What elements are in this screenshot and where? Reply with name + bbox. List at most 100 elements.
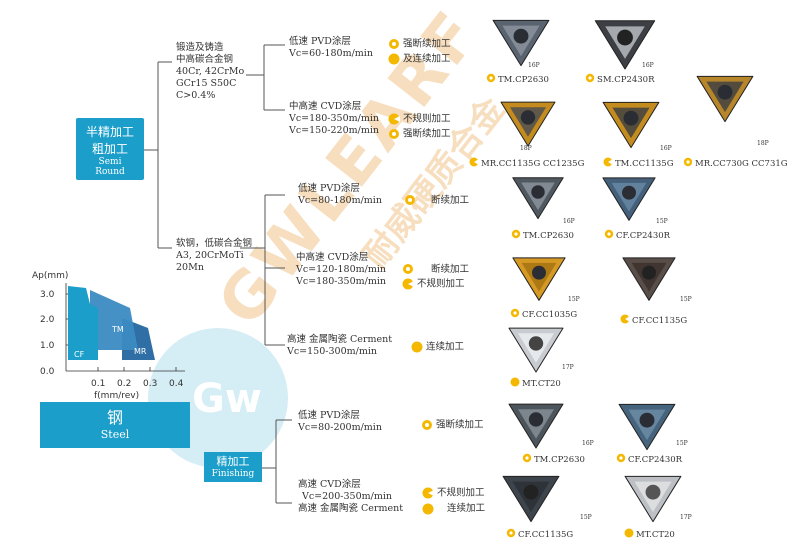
half-circle-icon [603,157,613,170]
insert-label: MR.CC1135G CC1235G [469,157,584,170]
flower-icon [616,453,626,466]
insert-image [624,475,682,523]
half-circle-icon [388,113,400,125]
xtick-1: 0.1 [91,379,105,389]
flower-icon [604,229,614,242]
insert-image [502,475,560,523]
branch-2-notes: 不规则加工 强断续加工 [388,113,451,140]
insert-grade: 15P [680,296,692,303]
insert-image [696,75,754,123]
svg-text:Gw: Gw [192,376,262,422]
insert-grade: 17P [680,514,692,521]
insert-image [618,403,676,451]
insert-label-text: TM.CP2630 [523,231,574,241]
xtick-4: 0.4 [169,379,184,389]
insert-image [594,20,656,70]
flower-icon [522,453,532,466]
insert-label: MT.CT20 [624,528,675,541]
insert-label: CF.CP2430R [616,453,682,466]
insert-grade: 16P [582,440,594,447]
flower-icon [511,229,521,242]
insert-label-text: MR.CC1135G CC1235G [481,159,585,169]
insert-grade: 16P [660,145,672,152]
branch-6-notes: 强断续加工 [421,419,484,432]
insert-label-text: TM.CC1135G [615,159,674,169]
insert-grade: 16P [642,62,654,69]
insert-label-text: MT.CT20 [636,530,675,540]
xtick-2: 0.2 [117,379,131,389]
semi-title2: 粗加工 [91,142,128,156]
steel-en: Steel [100,428,130,441]
insert-grade: 15P [568,296,580,303]
insert-label-text: MR.CC730G CC731G [695,159,788,169]
insert-label-text: SM.CP2430R [597,75,655,85]
branch-3-notes: 断续加工 [404,194,469,207]
insert-label: CF.CP2430R [604,229,670,242]
ytick-3: 3.0 [40,290,55,300]
insert-label-text: MT.CT20 [522,379,561,389]
insert-label: TM.CC1135G [603,157,674,170]
insert-image [602,177,656,221]
insert-label-text: TM.CP2630 [534,455,585,465]
flower-icon [510,308,520,321]
chart-ylabel: Ap(mm) [32,271,68,281]
insert-grade: 17P [562,364,574,371]
finishing-box: 精加工 Finishing [204,452,262,482]
flower-icon [506,528,516,541]
ytick-0: 0.0 [40,367,55,377]
branch-1-notes: 强断续加工 及连续加工 [388,38,451,65]
flower-icon [388,38,400,50]
insert-label-text: CF.CC1035G [522,310,578,320]
flower-icon [683,157,693,170]
insert-label-text: TM.CP2630 [498,75,549,85]
insert-label-text: CF.CP2430R [616,231,671,241]
insert-label: CF.CC1135G [506,528,573,541]
insert-image [508,327,564,373]
flower-icon [486,73,496,86]
half-circle-icon [402,278,414,290]
steel-cn: 钢 [106,408,123,427]
ytick-1: 1.0 [40,341,55,351]
insert-grade: 18P [757,140,769,147]
semi-title: 半精加工 [85,125,134,139]
insert-grade: 15P [656,218,668,225]
flower-icon [402,263,414,275]
finish-title: 精加工 [216,455,250,468]
semi-en2: Round [95,167,125,177]
steel-box: 钢 Steel [40,402,190,448]
insert-grade: 18P [520,145,532,152]
insert-image [512,177,564,220]
half-circle-icon [620,314,630,327]
circle-icon [422,503,434,515]
insert-grade: 16P [563,218,575,225]
region-tm [90,290,138,350]
label-cf: CF [74,350,85,359]
branch-4-notes: 断续加工 不规则加工 [402,263,469,290]
flower-icon [421,419,433,431]
insert-image [602,101,660,149]
insert-label-text: CF.CC1135G [518,530,574,540]
insert-label: MT.CT20 [510,377,561,390]
insert-image [512,257,566,301]
branch-7-notes: 不规则加工 连续加工 [422,487,485,515]
semi-en1: Semi [98,157,122,167]
xtick-3: 0.3 [143,379,157,389]
insert-image [500,101,556,147]
circle-icon [510,377,520,390]
half-circle-icon [422,487,434,499]
insert-grade: 16P [528,62,540,69]
insert-label: CF.CC1035G [510,308,577,321]
insert-label-text: CF.CC1135G [632,316,688,326]
finish-en: Finishing [211,469,255,479]
region-cf [68,286,98,360]
chipbreaker-chart: Ap(mm) 3.0 2.0 1.0 0.0 0.1 0.2 0.3 0.4 C… [32,271,185,401]
insert-image [508,403,564,449]
